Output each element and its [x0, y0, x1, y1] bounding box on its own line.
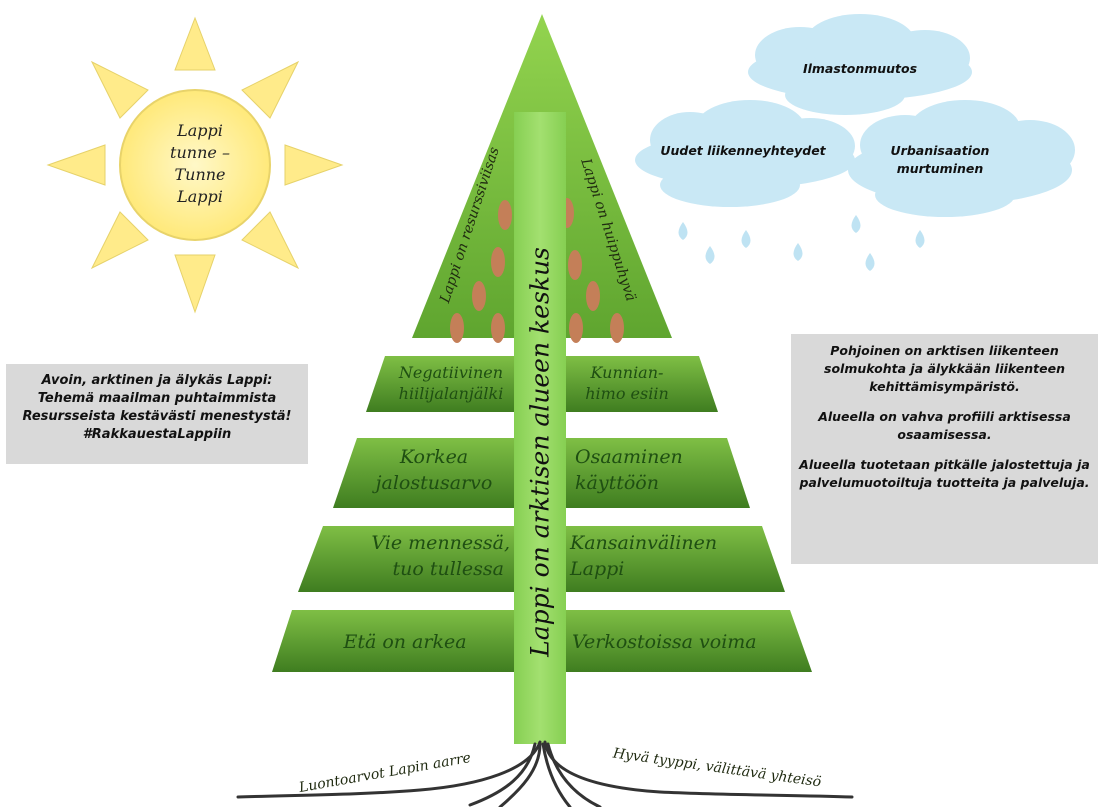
cone: [586, 281, 600, 311]
cone: [491, 247, 505, 277]
tier-1-left: Negatiivinen hiilijalanjälki: [398, 363, 504, 403]
cloud-left-label: Uudet liikenneyhteydet: [660, 143, 826, 158]
cone: [472, 281, 486, 311]
sun-ray: [284, 144, 344, 186]
cloud-left: [635, 100, 855, 207]
sun-ray: [241, 211, 300, 270]
tier-2-right: Osaaminen käyttöön: [575, 446, 683, 494]
trunk-label: Lappi on arktisen alueen keskus: [525, 247, 555, 657]
cloud-top-label: Ilmastonmuutos: [802, 61, 918, 76]
cone: [569, 313, 583, 343]
roots: [236, 740, 854, 807]
cone: [568, 250, 582, 280]
sun-ray: [241, 60, 300, 119]
sun-ray: [90, 211, 149, 270]
cloud-top: [748, 14, 972, 115]
sun-disc: [119, 89, 271, 241]
sun-ray: [174, 16, 216, 71]
cloud-right-label: Urbanisaation murtuminen: [890, 143, 990, 176]
raindrop: [678, 222, 688, 240]
raindrop: [741, 230, 751, 248]
sun-ray: [174, 254, 216, 314]
tier-1-right: Kunnian- himo esiin: [585, 363, 669, 403]
raindrop: [865, 253, 875, 271]
vision-box: Avoin, arktinen ja älykäs Lappi: Tehemä …: [6, 364, 308, 464]
tier-3-right: Kansainvälinen Lappi: [570, 532, 718, 580]
raindrop: [915, 230, 925, 248]
cone: [610, 313, 624, 343]
sun-text: Lappi tunne – Tunne Lappi: [170, 121, 230, 206]
cone: [498, 200, 512, 230]
sun: [46, 16, 344, 314]
raindrops: [678, 215, 925, 271]
sun-ray: [46, 144, 106, 186]
tree-trunk: [514, 112, 566, 744]
sun-ray: [90, 60, 149, 119]
cone: [491, 313, 505, 343]
tier-4-right: Verkostoissa voima: [572, 631, 757, 653]
tier-3-left: Vie mennessä, tuo tullessa: [371, 532, 510, 580]
cone: [450, 313, 464, 343]
cloud-right: [848, 100, 1075, 217]
tier-4-left: Etä on arkea: [343, 631, 467, 653]
raindrop: [705, 246, 715, 264]
raindrop: [851, 215, 861, 233]
raindrop: [793, 243, 803, 261]
goals-box: Pohjoinen on arktisen liikenteen solmuko…: [791, 334, 1098, 564]
tier-2-left: Korkea jalostusarvo: [375, 446, 493, 494]
